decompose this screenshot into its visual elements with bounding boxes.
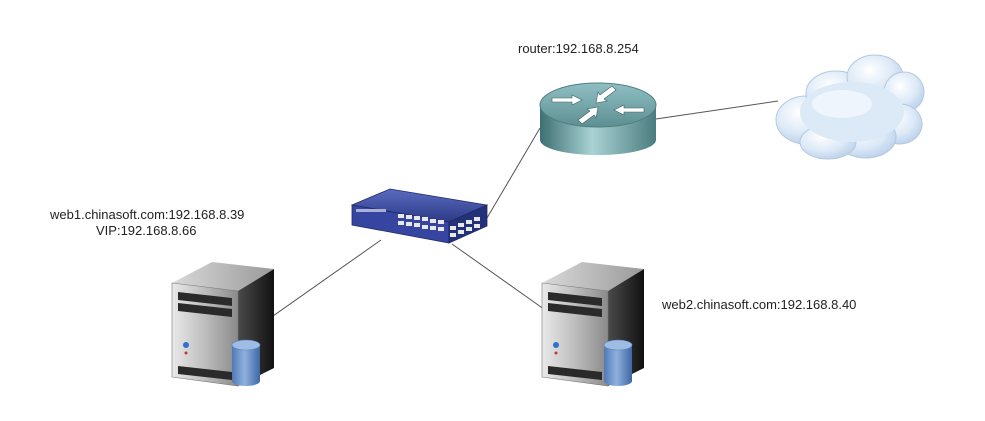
web2-server-icon[interactable]	[541, 262, 644, 387]
web1-server-icon[interactable]	[171, 262, 274, 387]
router-icon[interactable]	[539, 82, 657, 155]
network-switch-icon[interactable]	[350, 188, 489, 244]
cloud-icon	[775, 54, 925, 160]
web2-hostname-label: web2.chinasoft.com:192.168.8.40	[662, 297, 857, 312]
link-switch-web2	[451, 243, 549, 313]
web1-hostname-label: web1.chinasoft.com:192.168.8.39	[50, 207, 245, 222]
switch-ports	[398, 214, 480, 237]
web2-database-icon	[603, 339, 633, 386]
router-label: router:192.168.8.254	[518, 41, 639, 56]
web1-database-icon	[231, 339, 261, 386]
web1-vip-label: VIP:192.168.8.66	[96, 223, 197, 238]
links	[245, 100, 779, 336]
link-router-switch	[486, 127, 541, 219]
link-router-internet	[655, 100, 779, 120]
